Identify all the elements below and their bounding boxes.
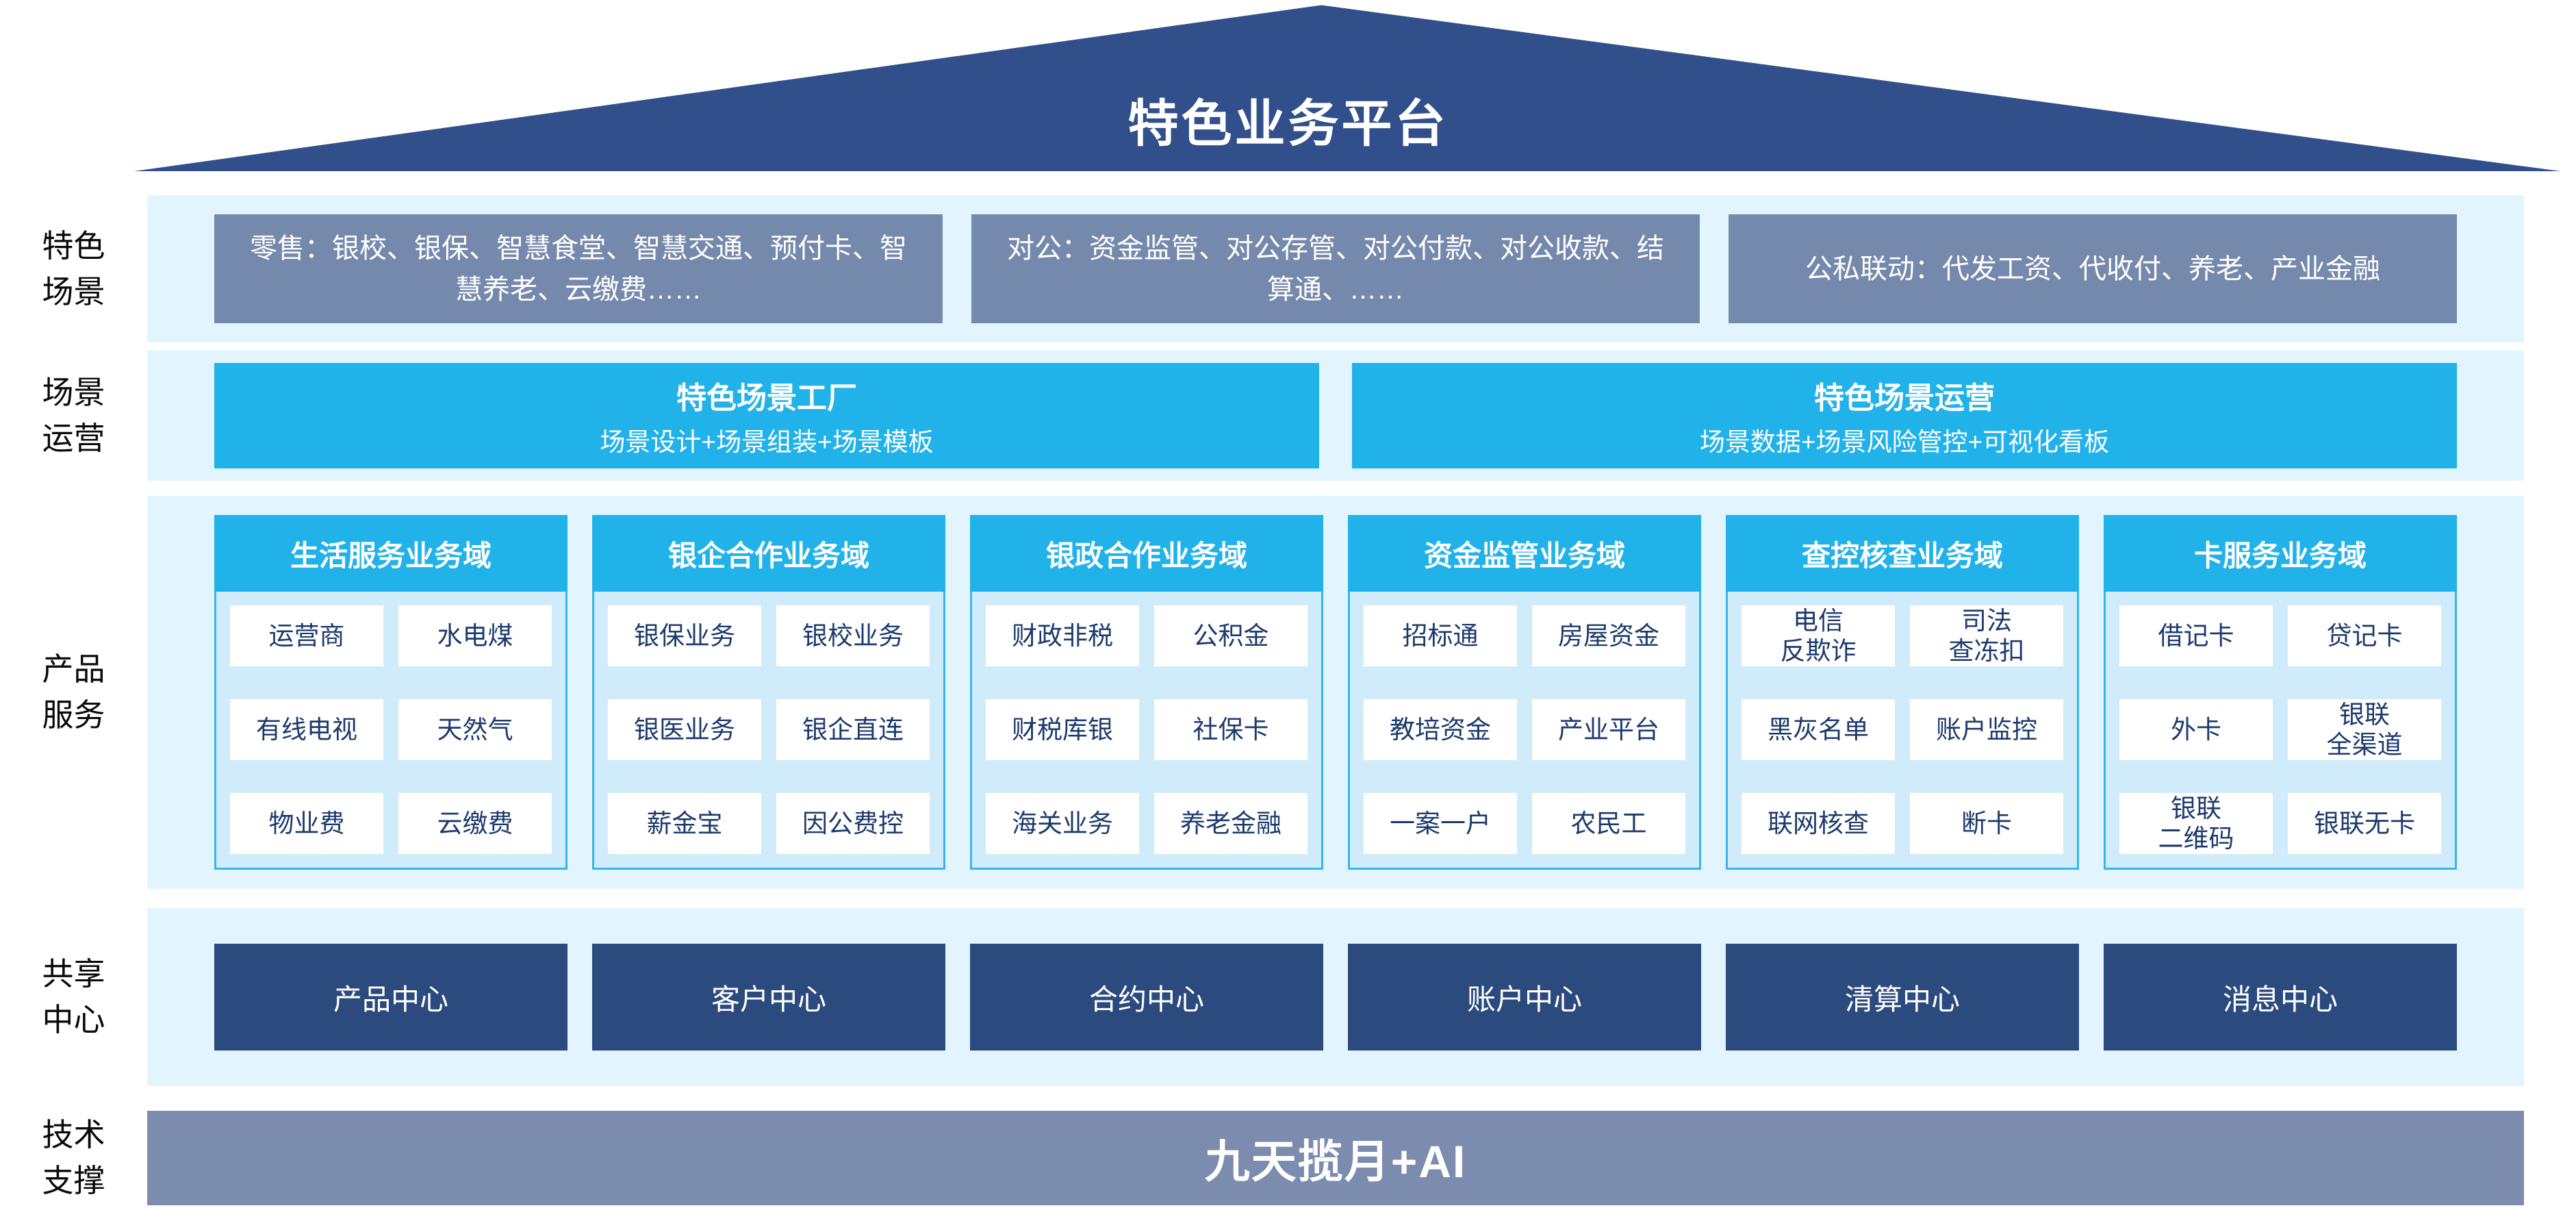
row-shared-centers: 共享 中心 产品中心 客户中心 合约中心 账户中心 清算中心 消息中心: [0, 908, 2576, 1086]
column-header: 卡服务业务域: [2104, 515, 2457, 592]
row-label-operation-gutter: 场景 运营: [0, 351, 147, 481]
scene-box-retail: 零售：银校、银保、智慧食堂、智慧交通、预付卡、智慧养老、云缴费……: [214, 214, 943, 323]
product-cell: 农民工: [1532, 793, 1685, 854]
scene-operation-box: 特色场景运营 场景数据+场景风险管控+可视化看板: [1352, 363, 2457, 468]
scene-box-public-private: 公私联动：代发工资、代收付、养老、产业金融: [1729, 214, 2457, 323]
row-product-services: 产品 服务 生活服务业务域 运营商 水电煤 有线电视 天然气 物业费 云缴费 银…: [0, 496, 2576, 889]
column-header: 银政合作业务域: [970, 515, 1323, 592]
row-label-share-gutter: 共享 中心: [0, 908, 147, 1086]
product-cell: 借记卡: [2119, 605, 2273, 666]
product-column-inquiry-control: 查控核查业务域 电信 反欺诈 司法 查冻扣 黑灰名单 账户监控 联网核查 断卡: [1726, 515, 2079, 870]
product-cell: 招标通: [1364, 605, 1517, 666]
product-cell: 银医业务: [608, 699, 761, 760]
product-cell: 财政非税: [986, 605, 1139, 666]
tech-support-bar: 九天揽月+AI: [147, 1111, 2524, 1205]
row-featured-scenes: 特色 场景 零售：银校、银保、智慧食堂、智慧交通、预付卡、智慧养老、云缴费…… …: [0, 195, 2576, 342]
row-label-featured-scenes: 特色 场景: [42, 227, 105, 310]
platform-roof: 特色业务平台: [133, 5, 2561, 171]
product-cell: 银联 全渠道: [2288, 699, 2441, 760]
row-label-tech-gutter: 技术 支撑: [0, 1111, 147, 1205]
center-box-account: 账户中心: [1348, 944, 1701, 1051]
center-box-contract: 合约中心: [970, 944, 1323, 1051]
product-column-life-services: 生活服务业务域 运营商 水电煤 有线电视 天然气 物业费 云缴费: [214, 515, 568, 870]
row-label-shared-centers: 共享 中心: [42, 956, 105, 1038]
product-cell: 公积金: [1154, 605, 1308, 666]
product-column-bank-government: 银政合作业务域 财政非税 公积金 财税库银 社保卡 海关业务 养老金融: [970, 515, 1323, 870]
row-label-product-gutter: 产品 服务: [0, 496, 147, 889]
column-header: 生活服务业务域: [214, 515, 568, 592]
column-header: 银企合作业务域: [592, 515, 945, 592]
product-cell: 薪金宝: [608, 793, 761, 854]
shared-centers-panel: 产品中心 客户中心 合约中心 账户中心 清算中心 消息中心: [147, 908, 2524, 1086]
center-box-message: 消息中心: [2104, 944, 2457, 1051]
product-cell: 有线电视: [230, 699, 383, 760]
center-box-product: 产品中心: [214, 944, 568, 1051]
product-cell: 教培资金: [1364, 699, 1517, 760]
column-header: 资金监管业务域: [1348, 515, 1701, 592]
product-cell: 银联 二维码: [2119, 793, 2273, 854]
column-body: 运营商 水电煤 有线电视 天然气 物业费 云缴费: [214, 592, 568, 870]
row-scene-operation: 场景 运营 特色场景工厂 场景设计+场景组装+场景模板 特色场景运营 场景数据+…: [0, 351, 2576, 481]
product-cell: 水电煤: [398, 605, 552, 666]
product-cell: 产业平台: [1532, 699, 1685, 760]
product-services-panel: 生活服务业务域 运营商 水电煤 有线电视 天然气 物业费 云缴费 银企合作业务域…: [147, 496, 2524, 889]
scene-factory-box: 特色场景工厂 场景设计+场景组装+场景模板: [214, 363, 1319, 468]
product-cell: 贷记卡: [2288, 605, 2441, 666]
product-cell: 银联无卡: [2288, 793, 2441, 854]
product-column-card-services: 卡服务业务域 借记卡 贷记卡 外卡 银联 全渠道 银联 二维码 银联无卡: [2104, 515, 2457, 870]
product-cell: 社保卡: [1154, 699, 1308, 760]
product-column-fund-supervision: 资金监管业务域 招标通 房屋资金 教培资金 产业平台 一案一户 农民工: [1348, 515, 1701, 870]
product-cell: 账户监控: [1910, 699, 2063, 760]
center-box-customer: 客户中心: [592, 944, 945, 1051]
scene-box-corporate: 对公：资金监管、对公存管、对公付款、对公收款、结算通、……: [971, 214, 1700, 323]
product-cell: 联网核查: [1742, 793, 1895, 854]
featured-scenes-panel: 零售：银校、银保、智慧食堂、智慧交通、预付卡、智慧养老、云缴费…… 对公：资金监…: [147, 195, 2524, 342]
platform-title: 特色业务平台: [1127, 95, 1449, 152]
column-header: 查控核查业务域: [1726, 515, 2079, 592]
center-box-clearing: 清算中心: [1726, 944, 2079, 1051]
column-body: 电信 反欺诈 司法 查冻扣 黑灰名单 账户监控 联网核查 断卡: [1726, 592, 2079, 870]
product-cell: 司法 查冻扣: [1910, 605, 2063, 666]
row-tech-support: 技术 支撑 九天揽月+AI: [0, 1111, 2576, 1205]
row-label-tech-support: 技术 支撑: [42, 1117, 105, 1198]
row-label-product-services: 产品 服务: [42, 651, 105, 733]
column-body: 借记卡 贷记卡 外卡 银联 全渠道 银联 二维码 银联无卡: [2104, 592, 2457, 870]
column-body: 招标通 房屋资金 教培资金 产业平台 一案一户 农民工: [1348, 592, 1701, 870]
product-cell: 断卡: [1910, 793, 2063, 854]
product-cell: 物业费: [230, 793, 383, 854]
scene-operation-title: 特色场景运营: [1814, 381, 1995, 416]
row-label-scene-gutter: 特色 场景: [0, 195, 147, 342]
product-cell: 房屋资金: [1532, 605, 1685, 666]
product-cell: 养老金融: [1154, 793, 1308, 854]
product-cell: 黑灰名单: [1742, 699, 1895, 760]
scene-factory-title: 特色场景工厂: [676, 381, 857, 416]
scene-factory-subtitle: 场景设计+场景组装+场景模板: [600, 427, 934, 456]
product-cell: 云缴费: [398, 793, 552, 854]
product-cell: 天然气: [398, 699, 552, 760]
product-cell: 财税库银: [986, 699, 1139, 760]
row-label-scene-operation: 场景 运营: [42, 375, 105, 456]
product-cell: 电信 反欺诈: [1742, 605, 1895, 666]
product-column-bank-enterprise: 银企合作业务域 银保业务 银校业务 银医业务 银企直连 薪金宝 因公费控: [592, 515, 945, 870]
product-cell: 运营商: [230, 605, 383, 666]
product-cell: 海关业务: [986, 793, 1139, 854]
product-cell: 银保业务: [608, 605, 761, 666]
product-cell: 因公费控: [776, 793, 930, 854]
product-cell: 一案一户: [1364, 793, 1517, 854]
product-cell: 银企直连: [776, 699, 930, 760]
scene-operation-subtitle: 场景数据+场景风险管控+可视化看板: [1699, 427, 2110, 456]
product-cell: 银校业务: [776, 605, 930, 666]
product-cell: 外卡: [2119, 699, 2273, 760]
column-body: 银保业务 银校业务 银医业务 银企直连 薪金宝 因公费控: [592, 592, 945, 870]
column-body: 财政非税 公积金 财税库银 社保卡 海关业务 养老金融: [970, 592, 1323, 870]
scene-operation-panel: 特色场景工厂 场景设计+场景组装+场景模板 特色场景运营 场景数据+场景风险管控…: [147, 351, 2524, 481]
